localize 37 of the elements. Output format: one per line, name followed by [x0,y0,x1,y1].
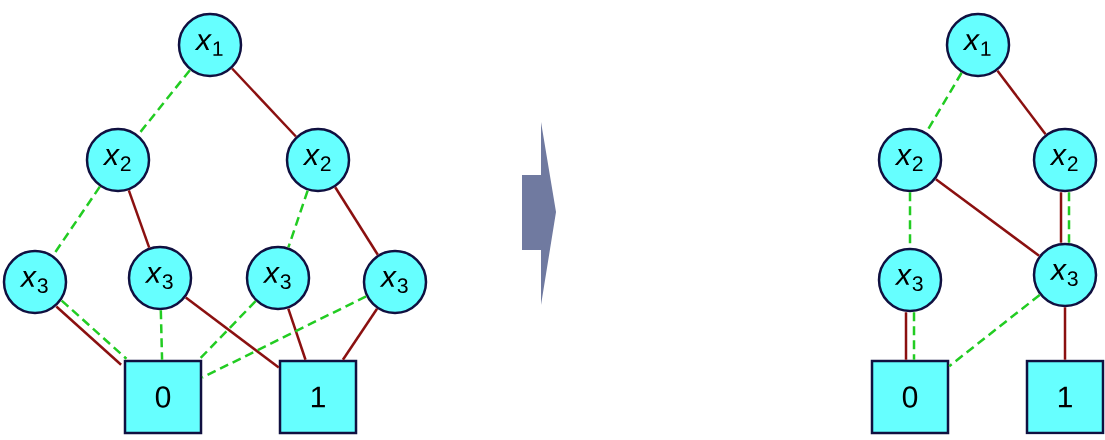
variable-node: x$_{2}$ [877,127,943,193]
variable-node: x$_{3}$ [2,249,68,315]
connector-line [198,300,257,361]
variable-node: x$_{1}$ [177,12,243,78]
connector-line [334,186,379,256]
variable-node: x$_{2}$ [85,127,151,193]
connector-line [55,305,122,366]
terminal-box: 0 [123,359,203,435]
connector-line [341,308,379,361]
connector-line [185,296,280,369]
variable-node: x$_{3}$ [245,245,311,311]
variable-node: x$_{2}$ [1032,127,1098,193]
variable-node: x$_{3}$ [362,249,428,315]
variable-node: x$_{3}$ [1032,242,1098,308]
terminal-box: 1 [278,359,358,435]
connector-line [287,190,309,248]
variable-node: x$_{1}$ [945,12,1011,78]
connector-line [935,178,1040,257]
connector-line [948,293,1041,368]
connector-line [231,67,297,138]
connector-line [1063,307,1067,360]
connector-line [1067,192,1071,243]
terminal-box: 0 [870,359,950,435]
connector-line [159,310,164,360]
connector-line [996,69,1047,136]
terminal-box: 1 [1025,359,1105,435]
variable-node: x$_{3}$ [877,247,943,313]
connector-line [201,295,367,379]
variable-node: x$_{2}$ [285,127,351,193]
variable-node: x$_{3}$ [127,245,193,311]
connector-line [287,308,307,361]
connector-line [127,189,151,249]
connector-line [60,299,128,360]
connector-line [912,312,916,360]
connector-line [1059,192,1063,243]
connector-line [137,69,191,136]
connector-line [904,312,908,360]
